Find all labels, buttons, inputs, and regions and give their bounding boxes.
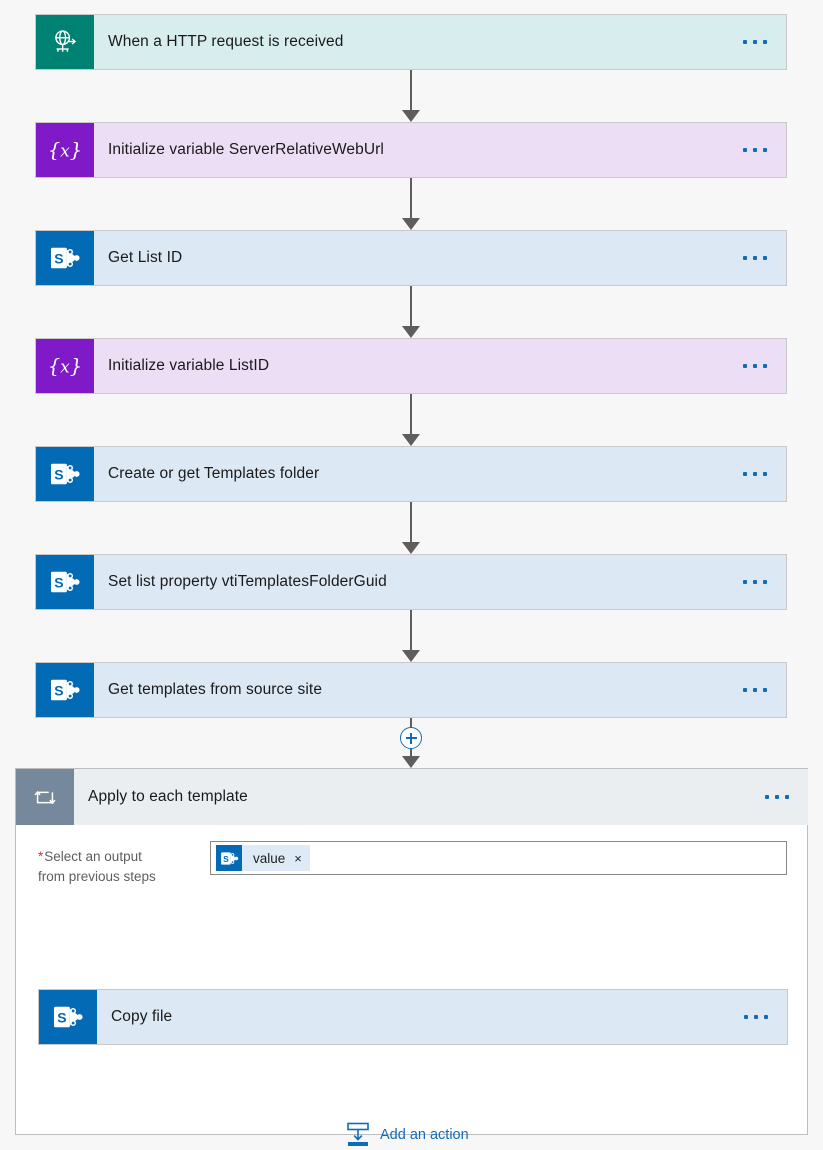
connector-arrow: [398, 70, 424, 122]
flow-step-card-get-templates-from-source-site[interactable]: S Get templates from source site: [35, 662, 787, 718]
svg-text:S: S: [54, 251, 63, 267]
sharepoint-icon: S: [36, 447, 94, 501]
connector-arrow: [398, 610, 424, 662]
flow-step-title: Get List ID: [108, 249, 183, 266]
connector-arrow: [398, 502, 424, 554]
svg-text:S: S: [54, 683, 63, 699]
token-label: value: [253, 850, 286, 866]
insert-action-icon: [346, 1122, 370, 1148]
select-output-label-line1: Select an output: [44, 849, 142, 864]
step-more-commands-button[interactable]: [725, 990, 787, 1044]
flow-step-title: Copy file: [111, 1008, 173, 1025]
step-more-commands-button[interactable]: [724, 123, 786, 177]
flow-step-title: Set list property vtiTemplatesFolderGuid: [108, 573, 387, 590]
flow-step-title: Initialize variable ListID: [108, 357, 270, 374]
svg-text:{x}: {x}: [48, 139, 82, 162]
insert-new-step-button[interactable]: [400, 727, 422, 749]
scope-body: *Select an output from previous steps S: [16, 825, 807, 1146]
select-output-label: *Select an output from previous steps: [38, 841, 210, 887]
flow-step-title: When a HTTP request is received: [108, 33, 344, 50]
step-more-commands-button[interactable]: [724, 231, 786, 285]
step-more-commands-button[interactable]: [724, 555, 786, 609]
svg-text:S: S: [54, 467, 63, 483]
flow-step-card-get-list-id[interactable]: S Get List ID: [35, 230, 787, 286]
add-an-action-label: Add an action: [380, 1127, 469, 1143]
dynamic-content-token[interactable]: S value ×: [216, 845, 310, 871]
svg-text:S: S: [223, 853, 229, 863]
sharepoint-icon: S: [36, 663, 94, 717]
flow-step-card-init-var-serverrelativeweburl[interactable]: {x} Initialize variable ServerRelativeWe…: [35, 122, 787, 178]
add-an-action-button[interactable]: Add an action: [346, 1122, 469, 1148]
flow-step-card-trigger-http[interactable]: When a HTTP request is received: [35, 14, 787, 70]
flow-step-card-init-var-listid[interactable]: {x} Initialize variable ListID: [35, 338, 787, 394]
step-more-commands-button[interactable]: [724, 15, 786, 69]
sharepoint-icon: S: [39, 990, 97, 1044]
scope-header-card[interactable]: Apply to each template: [16, 769, 808, 825]
flow-step-card-set-list-property-vtitemplatesfolderguid[interactable]: S Set list property vtiTemplatesFolderGu…: [35, 554, 787, 610]
scope-more-commands-button[interactable]: [746, 769, 808, 825]
connector-arrow: [398, 286, 424, 338]
required-asterisk: *: [38, 849, 44, 864]
svg-text:S: S: [57, 1010, 66, 1026]
scope-apply-to-each: Apply to each template *Select an output…: [15, 768, 808, 1146]
connector-arrow: [398, 394, 424, 446]
loop-arrows-icon: [16, 769, 74, 825]
sharepoint-icon: S: [36, 555, 94, 609]
sharepoint-icon: S: [216, 845, 242, 871]
flow-step-card-copy-file[interactable]: S Copy file: [38, 989, 788, 1045]
variable-braces-icon: {x}: [36, 339, 94, 393]
svg-text:{x}: {x}: [48, 355, 82, 378]
remove-token-icon[interactable]: ×: [294, 850, 302, 866]
variable-braces-icon: {x}: [36, 123, 94, 177]
step-more-commands-button[interactable]: [724, 663, 786, 717]
flow-step-card-create-or-get-templates-folder[interactable]: S Create or get Templates folder: [35, 446, 787, 502]
scope-title: Apply to each template: [88, 788, 248, 805]
flow-step-title: Initialize variable ServerRelativeWebUrl: [108, 141, 384, 158]
globe-request-icon: [36, 15, 94, 69]
flow-step-title: Create or get Templates folder: [108, 465, 320, 482]
svg-text:S: S: [54, 575, 63, 591]
flow-step-title: Get templates from source site: [108, 681, 323, 698]
step-more-commands-button[interactable]: [724, 447, 786, 501]
step-more-commands-button[interactable]: [724, 339, 786, 393]
select-output-label-line2: from previous steps: [38, 869, 156, 884]
sharepoint-icon: S: [36, 231, 94, 285]
select-output-field-row: *Select an output from previous steps S: [38, 841, 787, 887]
connector-arrow: [398, 178, 424, 230]
select-output-input[interactable]: S value ×: [210, 841, 787, 875]
